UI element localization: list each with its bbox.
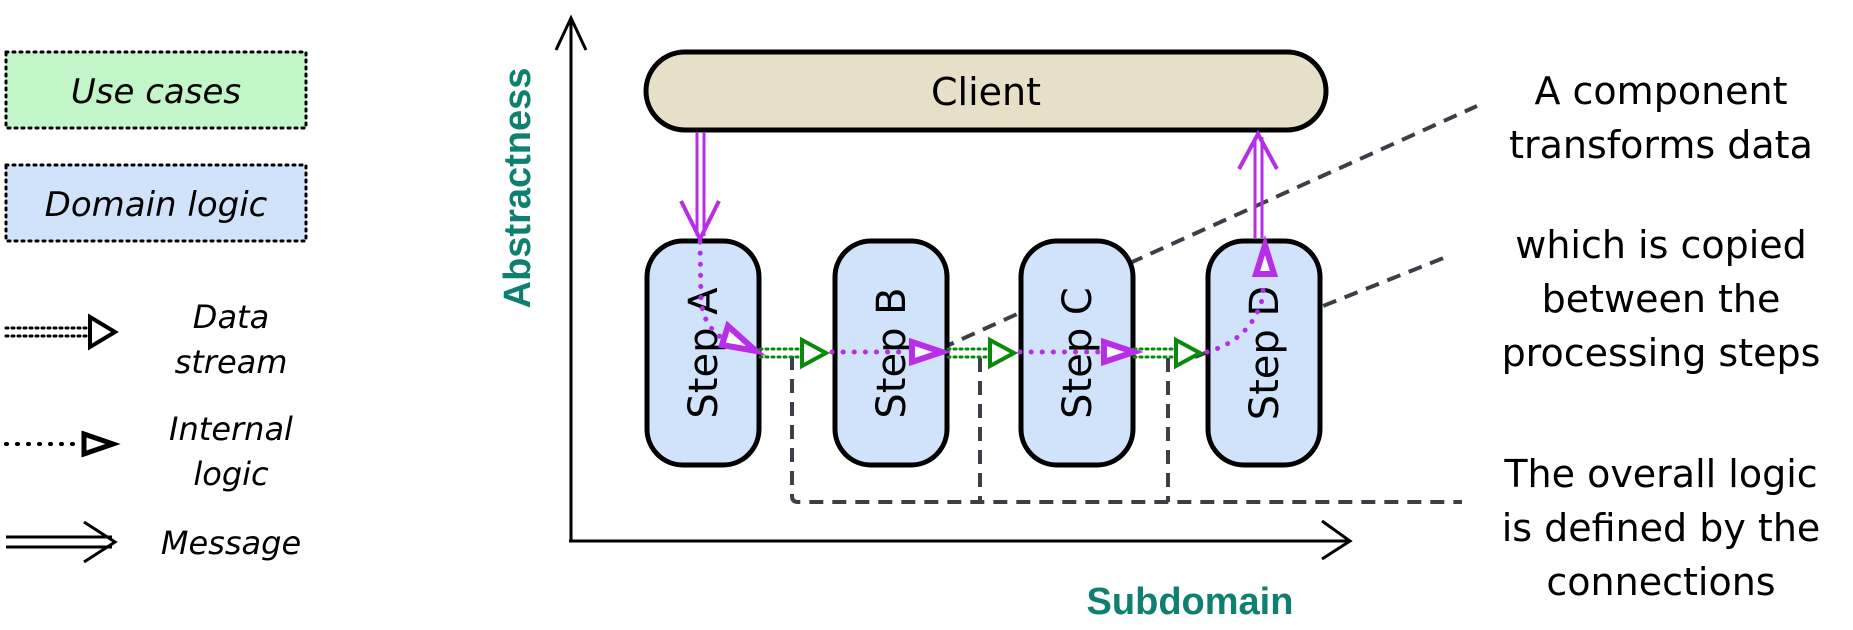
note-1-line-1: A component: [1534, 69, 1787, 113]
legend-domain-logic-label: Domain logic: [45, 185, 268, 225]
legend-message: Message: [6, 520, 301, 564]
note-2-line-2: between the: [1542, 277, 1781, 321]
annotation-line-component: [919, 104, 1478, 360]
data-stream-arrowhead-icon: [988, 336, 1019, 370]
legend-use-cases-label: Use cases: [71, 72, 241, 112]
legend-message-label: Message: [161, 524, 301, 562]
message-arrowhead-icon: [679, 200, 721, 244]
messages: [679, 129, 1279, 244]
data-stream-arrowhead-icon: [800, 336, 831, 370]
client-label: Client: [931, 70, 1041, 114]
internal-logic-d: [1204, 279, 1267, 355]
note-2-line-3: processing steps: [1502, 331, 1821, 375]
message-arrowhead-icon: [1237, 129, 1279, 170]
internal-logic-arrowhead-icon: [718, 320, 766, 356]
step-d-label: Step D: [1242, 286, 1288, 421]
data-stream-c-d: [1132, 336, 1205, 370]
legend-internal-logic-line1: Internal: [169, 410, 293, 448]
step-a: Step A: [644, 238, 762, 468]
note-overall-logic: The overall logic is defined by the conn…: [1502, 452, 1821, 604]
note-3-line-2: is defined by the: [1502, 506, 1821, 550]
steps: Step A Step B Step C Step D: [644, 238, 1323, 468]
step-a-label: Step A: [681, 287, 727, 419]
data-stream-arrow-icon: [4, 313, 119, 351]
annotation-line-connections: [790, 356, 1462, 504]
legend-data-stream-line2: stream: [175, 343, 288, 381]
legend-internal-logic-line2: logic: [193, 455, 269, 493]
note-3-line-1: The overall logic: [1503, 452, 1817, 496]
internal-logic-a: [697, 239, 725, 341]
y-axis-label: Abstractness: [497, 68, 539, 309]
legend-domain-logic: Domain logic: [4, 163, 308, 243]
data-stream-a-b: [758, 336, 831, 370]
client-rect: [643, 49, 1329, 133]
internal-logic-arrowhead-icon: [1101, 337, 1144, 367]
data-streams: [758, 336, 1205, 370]
legend-use-cases-box: [4, 50, 308, 130]
client-box: Client: [643, 49, 1329, 133]
y-axis-arrowhead-icon: [554, 14, 588, 51]
annotation-lines: [790, 104, 1478, 504]
data-stream-b-c: [946, 336, 1019, 370]
message-arrow-icon: [6, 520, 118, 564]
x-axis-label: Subdomain: [1087, 581, 1294, 623]
legend-data-stream-line1: Data: [193, 298, 269, 336]
x-axis-arrowhead-icon: [1321, 519, 1353, 561]
internal-logic-arrowhead-icon: [909, 337, 952, 367]
message-client-to-step-a: [679, 132, 721, 244]
internal-logic-arrowhead-icon: [1251, 234, 1279, 277]
legend-data-stream: Data stream: [4, 298, 288, 381]
legend-use-cases: Use cases: [4, 50, 308, 130]
note-2-line-1: which is copied: [1515, 223, 1807, 267]
legend-domain-logic-box: [4, 163, 308, 243]
note-component-transforms: A component transforms data: [1509, 69, 1813, 167]
legend-internal-logic: Internal logic: [4, 410, 293, 493]
note-3-line-3: connections: [1546, 560, 1775, 604]
notes: A component transforms data which is cop…: [1502, 69, 1821, 604]
note-copied-between-steps: which is copied between the processing s…: [1502, 223, 1821, 375]
internal-logic: [697, 234, 1279, 367]
data-stream-arrowhead-icon: [1174, 336, 1205, 370]
axes: Abstractness Subdomain: [497, 14, 1353, 623]
internal-logic-arrow-icon: [4, 430, 121, 458]
message-step-d-to-client: [1237, 129, 1279, 238]
note-1-line-2: transforms data: [1509, 123, 1813, 167]
legend: Use cases Domain logic Data stream Inter…: [4, 50, 308, 564]
step-c-label: Step C: [1055, 287, 1101, 419]
